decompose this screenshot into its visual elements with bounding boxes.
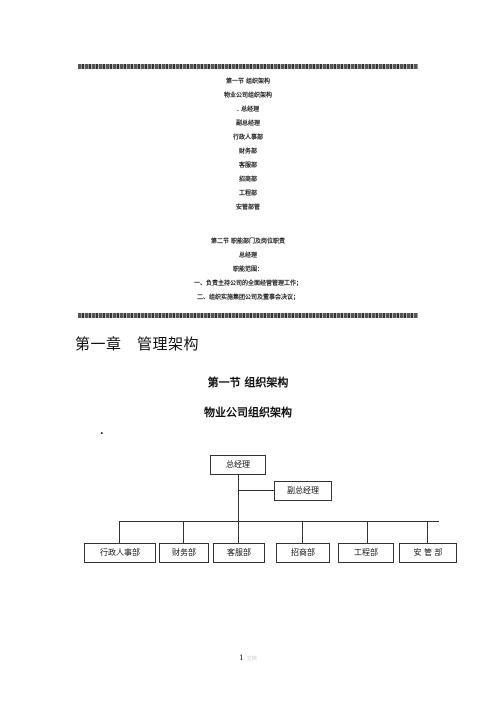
header-watermark: · [247, 8, 249, 14]
toc-block-1: 第一节 组织架构 物业公司组织架构 . 总经理 副总经理 行政人事部 财务部 客… [0, 78, 496, 212]
dept-box-engineering: 工程部 [338, 543, 394, 563]
connector-drop [367, 521, 368, 543]
toc-line[interactable]: 财务部 [238, 148, 257, 155]
connector-horizontal [119, 521, 439, 522]
toc-line[interactable]: 工程部 [238, 190, 257, 197]
toc-line[interactable]: 二、组织实施集团公司及董事会决议； [196, 294, 299, 301]
toc-line[interactable]: 副总经理 [235, 120, 260, 127]
dept-box-customer-service: 客服部 [213, 543, 265, 563]
toc-line[interactable]: 行政人事部 [232, 134, 263, 141]
section-title: 第一节 组织架构 [207, 376, 289, 389]
connector-deputy [238, 490, 274, 491]
org-chart-title: 物业公司组织架构 [204, 406, 292, 419]
connector-drop [183, 521, 184, 543]
page-number-value: 1 [239, 654, 244, 662]
connector-drop [119, 521, 120, 543]
dept-box-security: 安 管 部 [399, 543, 457, 563]
connector-drop [427, 521, 428, 543]
toc-line[interactable]: 一、负责主持公司的全面经营管理工作； [193, 280, 302, 287]
toc-line[interactable]: 总经理 [238, 252, 257, 259]
toc-line[interactable]: 第一节 组织架构 [225, 78, 271, 85]
connector-drop [238, 521, 239, 543]
page-footer-faint: 文档 [246, 656, 257, 662]
toc-footer-noise [78, 313, 418, 318]
toc-block-2: 第二节 职能部门及岗位职责 总经理 职能范围： 一、负责主持公司的全面经营管理工… [0, 238, 496, 302]
toc-line[interactable]: 客服部 [238, 162, 257, 169]
dept-box-finance: 财务部 [159, 543, 209, 563]
ceo-box: 总经理 [210, 455, 266, 475]
connector-drop [302, 521, 303, 543]
bullet-dot: . [100, 426, 104, 437]
toc-line[interactable]: . 总经理 [236, 106, 260, 113]
toc-line[interactable]: 安管部管 [235, 204, 260, 211]
toc-line[interactable]: 职能范围： [232, 266, 263, 273]
toc-heading-noise [78, 64, 418, 69]
toc-line[interactable]: 第二节 职能部门及岗位职责 [210, 238, 286, 245]
dept-box-leasing: 招商部 [276, 543, 330, 563]
toc-line[interactable]: 物业公司组织架构 [223, 92, 272, 99]
connector-vertical [238, 474, 239, 521]
chapter-title: 第一章 管理架构 [75, 335, 200, 353]
deputy-box: 副总经理 [274, 481, 332, 501]
toc-line[interactable]: 招商部 [238, 176, 257, 183]
dept-box-hr: 行政人事部 [84, 543, 156, 563]
